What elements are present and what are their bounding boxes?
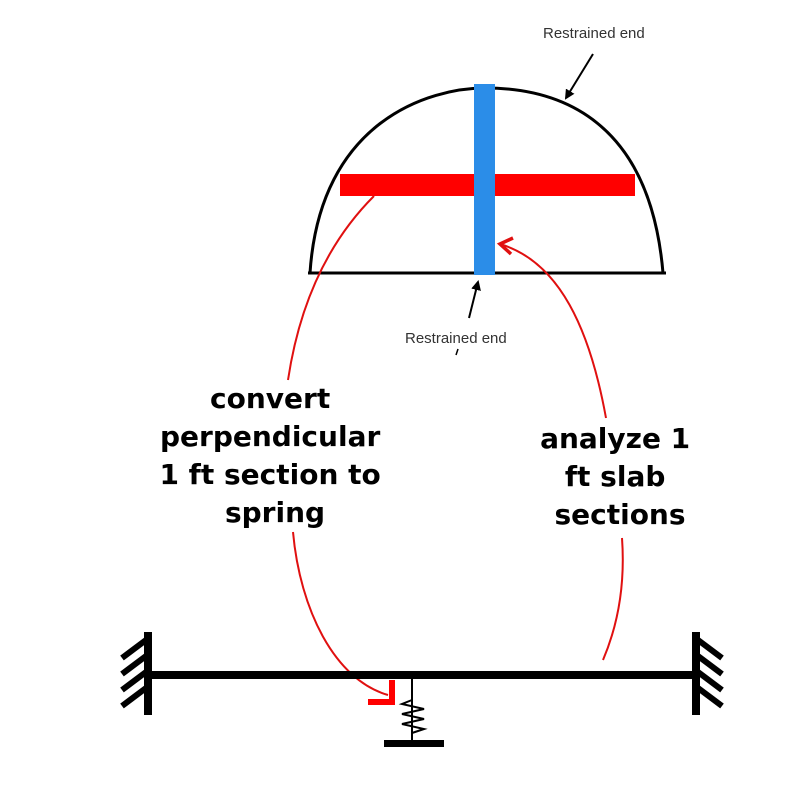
blue-section-strip (474, 84, 495, 275)
label-tick-mark (455, 348, 459, 356)
spring-arrowhead (368, 680, 395, 705)
blue-strip-arrowhead (496, 236, 514, 256)
right-annotation-line-1: analyze 1 (540, 422, 690, 455)
left-annotation-line-2: perpendicular (160, 420, 380, 453)
right-annotation-line-3: sections (554, 498, 685, 531)
restrained-end-label-bottom: Restrained end (405, 330, 507, 347)
left-annotation-line-1: convert (210, 382, 330, 415)
left-annotation-line-3: 1 ft section to (159, 458, 380, 491)
left-annotation: convert perpendicular 1 ft section to sp… (159, 382, 390, 529)
left-annotation-line-4: spring (225, 496, 325, 529)
restrained-arrow-bottom (468, 280, 481, 319)
right-annotation: analyze 1 ft slab sections (540, 422, 700, 531)
red-connector-lower-right (602, 537, 624, 661)
right-fixed-support (692, 632, 724, 715)
restrained-arrow-top (564, 53, 594, 100)
red-arrow-to-blue-strip (499, 243, 607, 419)
red-connector-upper-left (287, 195, 375, 381)
right-annotation-line-2: ft slab (565, 460, 666, 493)
restrained-end-label-top: Restrained end (543, 25, 645, 42)
red-arrow-to-spring (292, 531, 389, 696)
spring-support (384, 679, 444, 747)
left-fixed-support (120, 632, 152, 715)
